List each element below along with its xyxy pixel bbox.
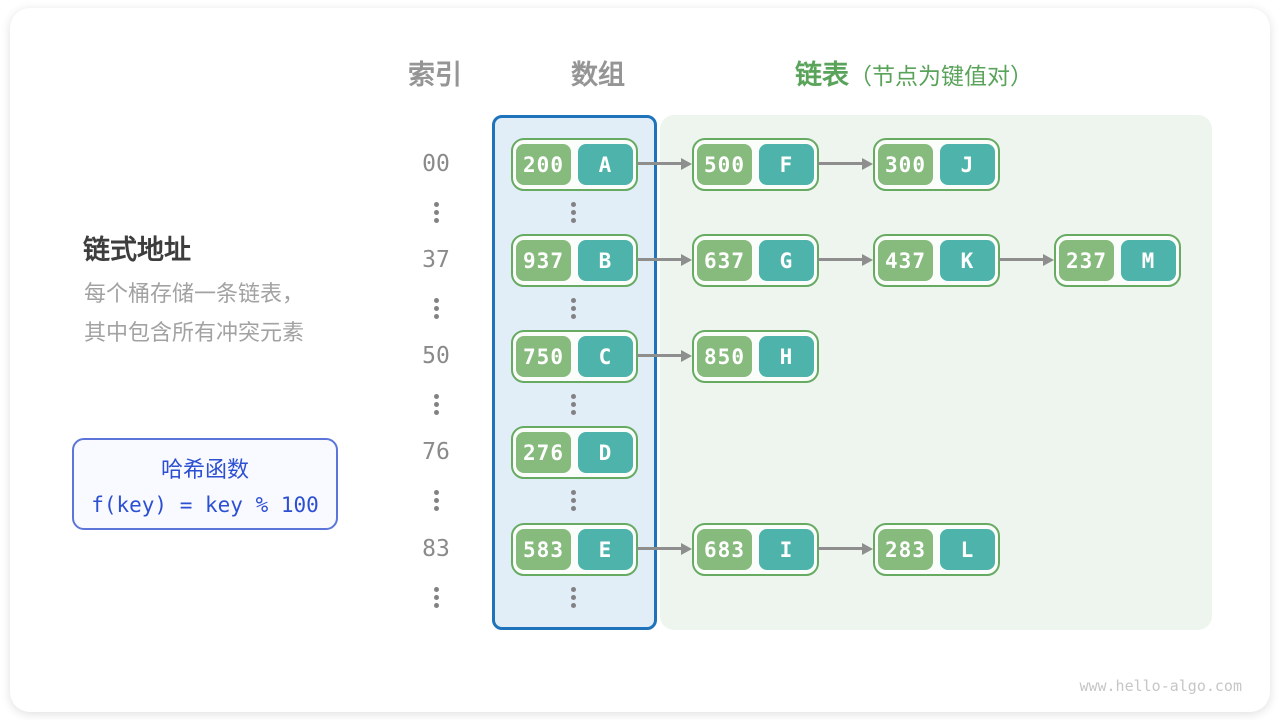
node-value: I [759,529,814,570]
ellipsis-dots [571,587,576,608]
list-node: 300 J [873,138,1000,191]
node-value: G [759,240,814,281]
ellipsis-dots [434,394,439,415]
link-arrow [637,349,692,362]
node-value: L [940,529,995,570]
link-arrow [999,253,1054,266]
link-arrow [818,542,873,555]
hash-function-box: 哈希函数 f(key) = key % 100 [72,438,338,530]
panel-description: 每个桶存储一条链表， 其中包含所有冲突元素 [84,274,304,352]
panel-description-line2: 其中包含所有冲突元素 [84,320,305,345]
list-node: 850 H [692,330,819,383]
array-column-header: 数组 [571,60,625,90]
node-value: K [940,240,995,281]
ellipsis-dots [434,490,439,511]
bucket-node: 276 D [511,426,638,479]
node-value: E [578,529,633,570]
node-value: D [578,432,633,473]
link-arrow [637,157,692,170]
list-column-header: 链表（节点为键值对） [795,53,1033,92]
node-key: 300 [878,144,933,185]
node-value: F [759,144,814,185]
index-label: 50 [422,343,450,369]
node-key: 200 [516,144,571,185]
list-node: 500 F [692,138,819,191]
ellipsis-dots [571,298,576,319]
link-arrow [818,253,873,266]
index-label: 83 [422,536,450,562]
node-key: 283 [878,529,933,570]
node-key: 437 [878,240,933,281]
link-arrow [637,542,692,555]
list-node: 283 L [873,523,1000,576]
list-node: 437 K [873,234,1000,287]
index-column-header: 索引 [408,60,462,90]
list-header-note: （节点为键值对） [849,63,1033,89]
list-header-label: 链表 [795,60,849,90]
panel-description-line1: 每个桶存储一条链表， [84,281,305,306]
watermark: www.hello-algo.com [1079,677,1242,695]
index-label: 00 [422,151,450,177]
hash-function-title: 哈希函数 [160,456,249,482]
node-key: 237 [1059,240,1114,281]
node-value: B [578,240,633,281]
bucket-node: 583 E [511,523,638,576]
bucket-node: 200 A [511,138,638,191]
ellipsis-dots [434,202,439,223]
list-node: 637 G [692,234,819,287]
ellipsis-dots [571,202,576,223]
node-key: 683 [697,529,752,570]
node-value: J [940,144,995,185]
node-value: A [578,144,633,185]
hash-function-formula: f(key) = key % 100 [91,492,319,517]
node-key: 850 [697,336,752,377]
list-node: 237 M [1054,234,1181,287]
bucket-node: 937 B [511,234,638,287]
ellipsis-dots [434,298,439,319]
ellipsis-dots [571,394,576,415]
panel-title: 链式地址 [83,235,191,265]
ellipsis-dots [434,587,439,608]
node-value: M [1121,240,1176,281]
link-arrow [637,253,692,266]
link-arrow [818,157,873,170]
bucket-node: 750 C [511,330,638,383]
node-value: H [759,336,814,377]
node-key: 637 [697,240,752,281]
ellipsis-dots [571,490,576,511]
node-key: 276 [516,432,571,473]
index-label: 37 [422,247,450,273]
node-key: 583 [516,529,571,570]
node-value: C [578,336,633,377]
node-key: 750 [516,336,571,377]
list-node: 683 I [692,523,819,576]
index-label: 76 [422,439,450,465]
node-key: 500 [697,144,752,185]
node-key: 937 [516,240,571,281]
